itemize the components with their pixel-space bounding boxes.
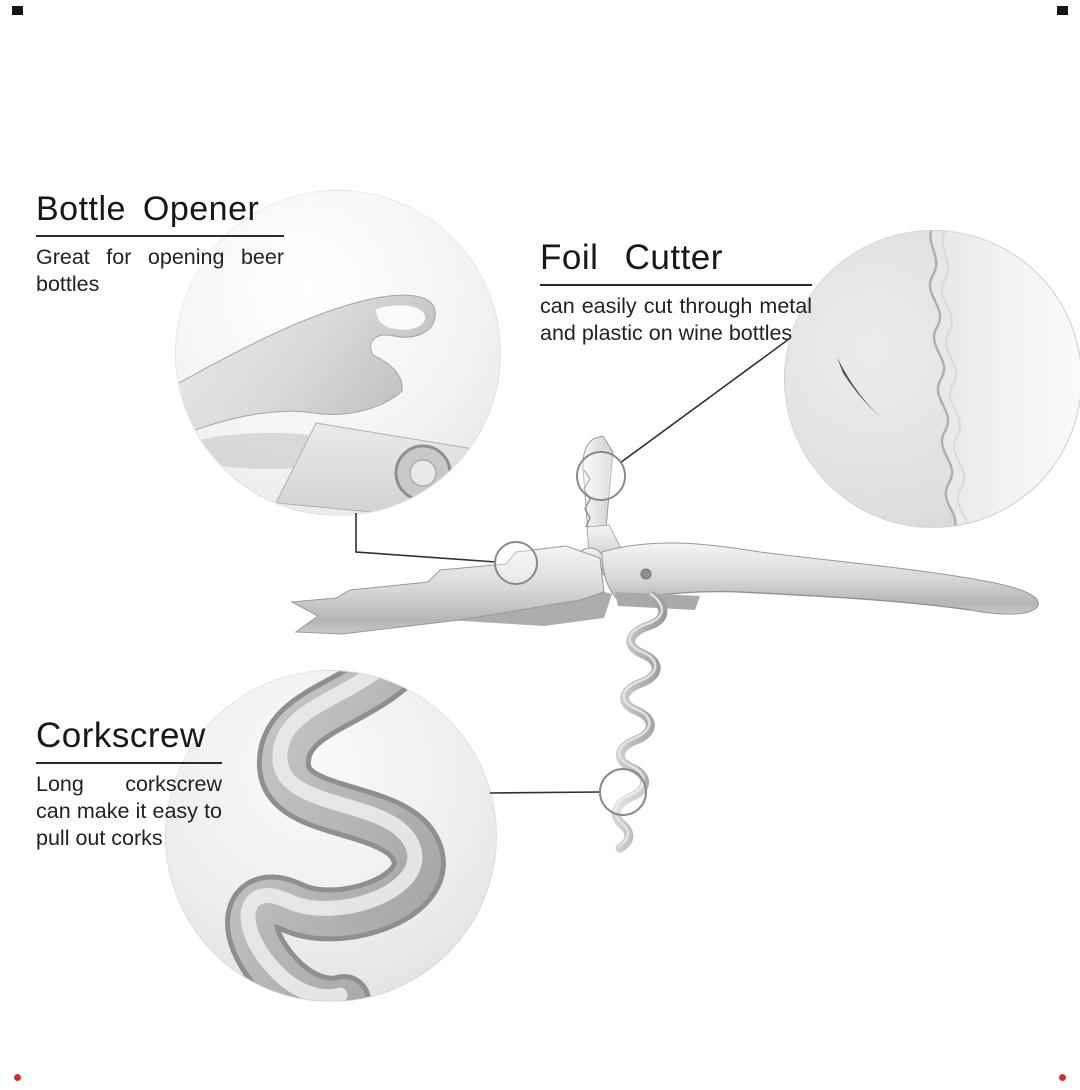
corner-marker-top-right — [1057, 6, 1068, 15]
foil-bright-metal — [928, 231, 1080, 527]
foil-cutter-title: Foil Cutter — [540, 239, 812, 286]
zoom-rings — [494, 451, 647, 816]
corkscrew-description: Long corkscrew can make it easy to pull … — [36, 771, 222, 850]
corner-marker-bottom-right — [1059, 1074, 1066, 1081]
foil-cutter-leader-line — [619, 338, 790, 464]
corkscrew-leader-line — [489, 791, 601, 794]
callout-lines — [355, 338, 790, 794]
corkscrew-title: Corkscrew — [36, 717, 222, 764]
foil-cutter-ring — [576, 451, 626, 501]
bottle-opener-callout: Bottle Opener Great for opening beer bot… — [36, 191, 284, 297]
bottle-opener-ring — [494, 541, 538, 585]
bottle-opener-description: Great for opening beer bottles — [36, 244, 284, 296]
main-handle — [601, 542, 1039, 615]
corkscrew-zoom-circle — [165, 670, 497, 1002]
lever-arm — [290, 545, 612, 635]
foil-cutter-callout: Foil Cutter can easily cut through metal… — [540, 239, 812, 347]
corkscrew-closeup-image — [225, 671, 446, 1001]
foil-cutter-closeup-image — [837, 231, 1080, 527]
foil-cutter-zoom-circle — [784, 230, 1080, 528]
corner-marker-top-left — [12, 6, 23, 15]
bottle-opener-leader-line — [355, 513, 497, 563]
corner-marker-bottom-left — [14, 1074, 21, 1081]
spiral-wire — [225, 671, 446, 1001]
handle-pivot-screw — [640, 568, 652, 580]
corkscrew-ring — [599, 768, 647, 816]
foil-cutter-description: can easily cut through metal and plastic… — [540, 293, 812, 345]
bottle-opener-title: Bottle Opener — [36, 191, 284, 237]
corkscrew-worm — [611, 591, 668, 853]
opener-hook — [176, 294, 436, 438]
corkscrew-callout: Corkscrew Long corkscrew can make it eas… — [36, 717, 222, 851]
